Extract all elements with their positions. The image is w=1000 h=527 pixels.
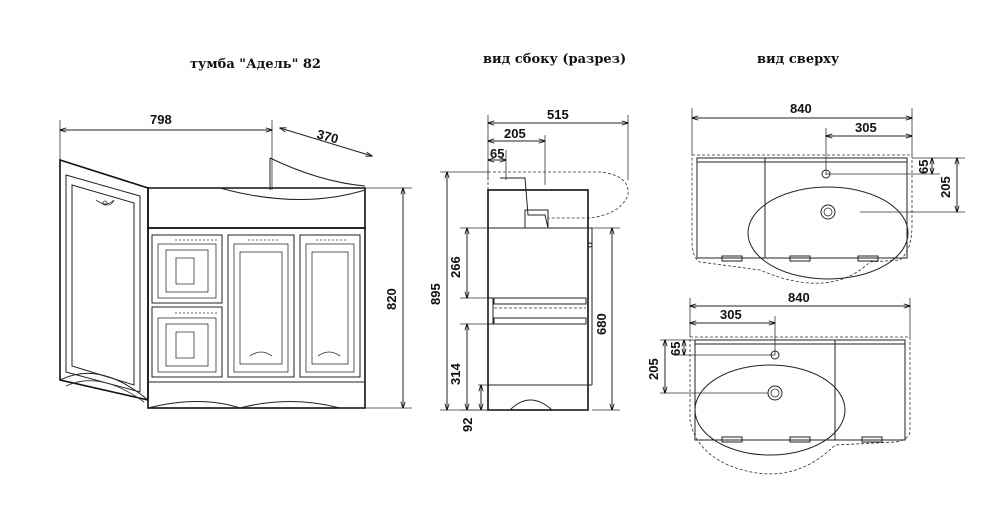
side-lower-label: 314 xyxy=(448,363,463,385)
front-width-label: 798 xyxy=(150,112,172,127)
top2-v1-label: 65 xyxy=(668,342,683,356)
side-sink-label: 205 xyxy=(504,126,526,141)
top1-outline xyxy=(691,154,913,284)
front-view-title: тумба "Адель" 82 xyxy=(190,57,321,72)
side-plinth-label: 92 xyxy=(460,418,475,432)
top2-offset-label: 305 xyxy=(720,307,742,322)
top2-sink-bowl xyxy=(694,364,846,456)
front-depth-dimension xyxy=(280,128,372,156)
side-upper-label: 266 xyxy=(448,256,463,278)
side-tap-label: 65 xyxy=(490,146,504,161)
top-view-right-sink: 840 305 65 205 xyxy=(691,101,965,284)
top-view-left-sink: 840 305 65 205 xyxy=(646,290,911,475)
front-left-door xyxy=(59,158,149,402)
top-view-title: вид сверху xyxy=(757,52,840,67)
top1-sink-bowl xyxy=(747,186,909,280)
front-drawer-top xyxy=(151,234,223,304)
side-depth-label: 515 xyxy=(547,107,569,122)
side-view: 515 205 65 895 xyxy=(428,107,628,432)
front-depth-label: 370 xyxy=(315,126,340,146)
front-door-right xyxy=(299,234,361,378)
top1-offset-label: 305 xyxy=(855,120,877,135)
front-view: 798 370 xyxy=(59,112,412,409)
front-cabinet-body xyxy=(147,227,366,409)
top2-width-label: 840 xyxy=(788,290,810,305)
side-cabinet-body xyxy=(487,189,589,411)
side-view-title: вид сбоку (разрез) xyxy=(483,52,627,67)
front-drawer-bottom xyxy=(151,306,223,378)
top2-outline xyxy=(689,336,911,475)
side-total-height-label: 895 xyxy=(428,283,443,305)
top1-v2-label: 205 xyxy=(938,176,953,198)
top2-drain xyxy=(767,385,783,401)
top2-v2-label: 205 xyxy=(646,358,661,380)
front-height-label: 820 xyxy=(384,288,399,310)
top1-width-label: 840 xyxy=(790,101,812,116)
top1-drain xyxy=(820,204,836,220)
side-cabinet-height-label: 680 xyxy=(594,313,609,335)
top1-v1-label: 65 xyxy=(916,160,931,174)
front-door-center xyxy=(227,234,295,378)
